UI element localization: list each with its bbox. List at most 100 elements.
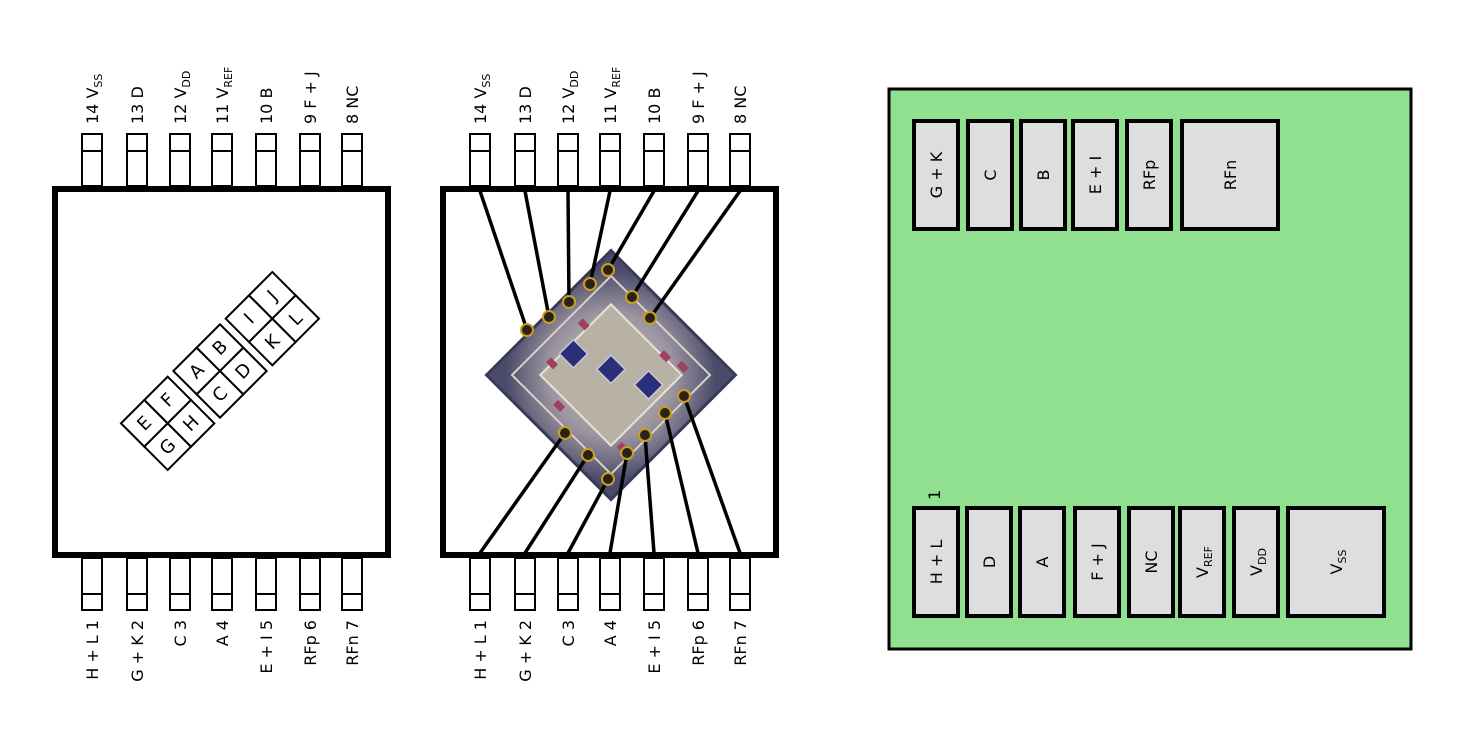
pin-lead-bottom bbox=[255, 557, 277, 611]
die-ring bbox=[510, 274, 712, 476]
top-pin-label: 12 VDD bbox=[171, 71, 193, 124]
bond-wire-bottom bbox=[523, 454, 590, 554]
label-part: V bbox=[1247, 565, 1266, 576]
label-part: D bbox=[980, 556, 999, 568]
top-pin-label: 11 VREF bbox=[213, 67, 235, 124]
label-part: E + I bbox=[1086, 156, 1105, 194]
bond-pad bbox=[643, 311, 657, 325]
pin-lead-bottom bbox=[211, 557, 233, 611]
circuit-patch bbox=[553, 399, 566, 412]
pcb-pad-label: A bbox=[1033, 556, 1052, 567]
pin-lead-top bbox=[126, 133, 148, 187]
bond-wire-top bbox=[630, 190, 700, 298]
label-part: F + J bbox=[1088, 543, 1107, 581]
label-part: V bbox=[1327, 563, 1346, 574]
pin-lead-bottom bbox=[557, 557, 579, 611]
bottom-pin-label: A 4 bbox=[601, 620, 620, 646]
label-part: 10 B bbox=[645, 88, 664, 124]
pcb-pad-top bbox=[966, 119, 1014, 231]
label-part: H + L 1 bbox=[83, 620, 102, 680]
pcb-pad-label: RFn bbox=[1221, 160, 1240, 190]
label-part: NC bbox=[1142, 550, 1161, 573]
pin-lead-bottom bbox=[514, 557, 536, 611]
top-pin-label: 10 B bbox=[257, 88, 276, 124]
bottom-pin-label: RFp 6 bbox=[689, 620, 708, 666]
label-part: A bbox=[1033, 556, 1052, 567]
label-part: 12 V bbox=[171, 88, 190, 124]
label-subscript: DD bbox=[1256, 548, 1269, 565]
pcb-pad-top bbox=[1180, 119, 1280, 231]
pcb-pad-label: RFp bbox=[1140, 160, 1159, 190]
label-part: C bbox=[981, 169, 1000, 180]
segment-cell bbox=[270, 293, 321, 344]
pcb-pad-label: VSS bbox=[1327, 550, 1349, 575]
label-part: H + L 1 bbox=[471, 620, 490, 680]
circuit-patch bbox=[545, 357, 558, 370]
pin-lead-top bbox=[687, 133, 709, 187]
label-part: 9 F + J bbox=[301, 71, 320, 124]
pin-lead-top bbox=[211, 133, 233, 187]
bond-wire-top bbox=[523, 190, 551, 318]
bond-wire-top bbox=[478, 190, 529, 331]
pcb-pad-bottom bbox=[1073, 506, 1121, 618]
circuit-patch bbox=[577, 318, 590, 331]
bottom-pin-label: C 3 bbox=[559, 620, 578, 646]
pin-lead-bottom bbox=[169, 557, 191, 611]
pin-lead-bottom bbox=[126, 557, 148, 611]
label-subscript: REF bbox=[222, 67, 235, 88]
pin1-marker: 1 bbox=[925, 490, 944, 500]
pin-lead-top bbox=[643, 133, 665, 187]
pcb-pad-bottom bbox=[1018, 506, 1066, 618]
segment-cell bbox=[166, 398, 216, 449]
label-part: E + I 5 bbox=[645, 620, 664, 674]
label-subscript: DD bbox=[180, 71, 193, 88]
bond-pad bbox=[581, 448, 595, 462]
bond-wire-bottom bbox=[663, 412, 700, 554]
photodiode bbox=[633, 369, 664, 401]
pin-lead-top bbox=[557, 133, 579, 187]
pin-lead-bottom bbox=[643, 557, 665, 611]
pin-lead-top bbox=[255, 133, 277, 187]
top-pin-label: 9 F + J bbox=[689, 71, 708, 124]
pin-lead-top bbox=[81, 133, 103, 187]
label-part: 9 F + J bbox=[689, 71, 708, 124]
bond-pad bbox=[562, 295, 576, 309]
bottom-pin-label: H + L 1 bbox=[471, 620, 490, 680]
pcb-pad-label: B bbox=[1034, 170, 1053, 181]
pcb-pad-bottom bbox=[1286, 506, 1386, 618]
label-part: RFn 7 bbox=[731, 620, 750, 666]
top-pin-label: 14 VSS bbox=[83, 74, 105, 124]
label-subscript: SS bbox=[480, 74, 493, 88]
label-subscript: REF bbox=[1202, 546, 1215, 567]
label-subscript: REF bbox=[610, 67, 623, 88]
pin-lead-bottom bbox=[729, 557, 751, 611]
pin-lead-top bbox=[169, 133, 191, 187]
label-part: B bbox=[1034, 170, 1053, 181]
bond-pad bbox=[677, 389, 691, 403]
pcb-pad-label: F + J bbox=[1088, 543, 1107, 581]
pcb-pad-bottom bbox=[1127, 506, 1175, 618]
label-part: RFp 6 bbox=[689, 620, 708, 666]
label-part: RFp 6 bbox=[301, 620, 320, 666]
pcb-pad-bottom bbox=[965, 506, 1013, 618]
photodiode bbox=[595, 354, 627, 385]
bond-pad bbox=[558, 426, 572, 440]
top-pin-label: 10 B bbox=[645, 88, 664, 124]
bottom-pin-label: E + I 5 bbox=[645, 620, 664, 674]
bottom-pin-label: G + K 2 bbox=[128, 620, 147, 682]
bond-pad bbox=[658, 406, 672, 420]
circuit-patch bbox=[659, 350, 672, 363]
pin-lead-bottom bbox=[299, 557, 321, 611]
label-part: C 3 bbox=[559, 620, 578, 646]
pcb-pad-label: H + L bbox=[927, 540, 946, 585]
label-subscript: DD bbox=[568, 71, 581, 88]
pcb-pad-top bbox=[1125, 119, 1173, 231]
label-part: RFn bbox=[1221, 160, 1240, 190]
label-part: G + K 2 bbox=[128, 620, 147, 682]
